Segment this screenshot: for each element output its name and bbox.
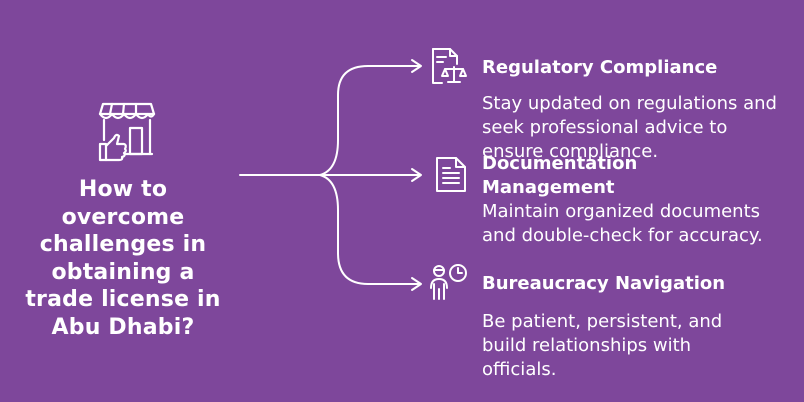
branch-title-documentation: Documentation Management xyxy=(482,153,638,198)
connector-bureaucracy xyxy=(319,174,421,285)
person-clock-icon xyxy=(429,262,469,306)
legal-document-scales-icon xyxy=(430,47,468,91)
branch-title-regulatory: Regulatory Compliance xyxy=(482,57,718,78)
arrowhead-regulatory xyxy=(411,59,422,73)
branch-description-bureaucracy: Be patient, persistent, and build relati… xyxy=(482,311,723,380)
branch-description-regulatory: Stay updated on regulations and seek pro… xyxy=(482,93,777,162)
document-icon xyxy=(434,156,468,198)
branch-description-documentation: Maintain organized documents and double-… xyxy=(482,201,763,246)
connector-regulatory xyxy=(319,65,421,176)
arrowhead-documentation xyxy=(411,168,422,182)
shop-thumbs-up-icon xyxy=(96,100,158,168)
diagram-title: How to overcome challenges in obtaining … xyxy=(25,177,221,340)
arrowhead-bureaucracy xyxy=(411,277,422,291)
branch-title-bureaucracy: Bureaucracy Navigation xyxy=(482,273,726,294)
